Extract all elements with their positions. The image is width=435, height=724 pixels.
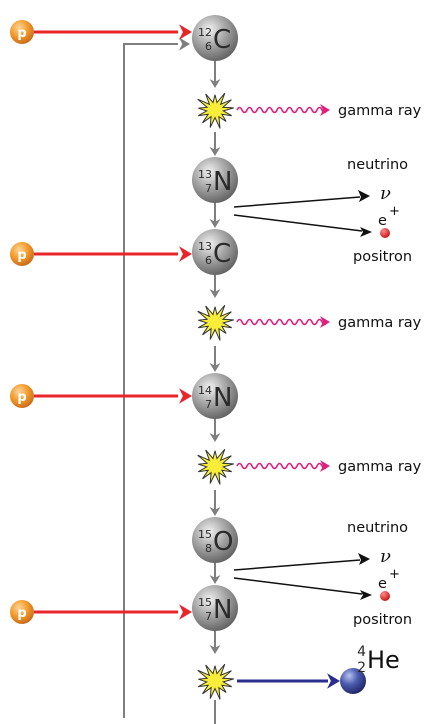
positron-arrow-line <box>233 577 363 595</box>
positron-arrowhead <box>360 590 372 600</box>
nucleus-symbol: C <box>213 25 231 55</box>
neutrino-label: neutrino <box>347 157 408 173</box>
nucleus-ball <box>192 229 238 275</box>
positron-arrow-line <box>233 214 363 232</box>
nucleus-atomic: 7 <box>205 398 212 411</box>
nucleus-atomic: 7 <box>205 610 212 623</box>
chain-arrowhead <box>209 289 221 298</box>
flash-icon <box>197 448 234 485</box>
nucleus-ball <box>192 157 238 203</box>
gamma-arrowhead <box>320 460 330 472</box>
proton-label: p <box>17 248 26 263</box>
gamma-wave <box>236 462 328 470</box>
neutrino-arrow-line <box>233 559 361 571</box>
nucleus-symbol: N <box>213 167 232 197</box>
neutrino-arrow-line <box>233 196 361 208</box>
helium-ball <box>340 668 366 694</box>
proton-ball <box>10 384 34 408</box>
gamma-label: gamma ray <box>338 315 422 331</box>
nucleus-mass: 13 <box>198 240 212 253</box>
nucleus-atomic: 8 <box>205 542 212 555</box>
helium-symbol: He <box>367 646 400 674</box>
positron-label: positron <box>353 612 412 628</box>
nucleus-mass: 15 <box>198 596 212 609</box>
positron-charge: + <box>389 204 400 219</box>
helium-arrowhead <box>327 673 340 689</box>
proton-label: p <box>17 606 26 621</box>
nucleus-atomic: 7 <box>205 182 212 195</box>
nucleus-mass: 12 <box>198 26 212 39</box>
nucleus-symbol: O <box>213 527 233 557</box>
nucleus-ball <box>192 585 238 631</box>
neutrino-symbol: ν <box>380 183 391 204</box>
proton-arrowhead <box>179 246 192 262</box>
positron-label: positron <box>353 249 412 265</box>
proton-ball <box>10 242 34 266</box>
proton-label: p <box>17 390 26 405</box>
gamma-label: gamma ray <box>338 103 422 119</box>
positron-charge: + <box>389 567 400 582</box>
nucleus-ball <box>192 373 238 419</box>
proton-arrowhead <box>179 604 192 620</box>
nucleus-atomic: 6 <box>205 254 212 267</box>
cycle-return-line <box>123 37 190 718</box>
positron-symbol: e <box>378 213 387 229</box>
nucleus-mass: 15 <box>198 528 212 541</box>
nucleus-atomic: 6 <box>205 40 212 53</box>
cycle-arrowhead <box>179 37 190 51</box>
nucleus-ball <box>192 517 238 563</box>
nucleus-symbol: N <box>213 595 232 625</box>
chain-arrowhead <box>209 219 221 228</box>
nucleus-symbol: N <box>213 383 232 413</box>
helium-mass: 4 <box>357 644 366 660</box>
chain-arrowhead <box>209 507 221 516</box>
positron-symbol: e <box>378 576 387 592</box>
gamma-wave <box>236 318 328 326</box>
chain-arrowhead <box>209 575 221 584</box>
positron-ball <box>380 591 390 601</box>
positron-ball <box>380 228 390 238</box>
proton-arrowhead <box>179 388 192 404</box>
positron-arrowhead <box>360 227 372 237</box>
chain-arrowhead <box>209 363 221 372</box>
proton-ball <box>10 600 34 624</box>
beta-decay-0: neutrino νe+ positron <box>233 157 412 265</box>
cycle-line-path <box>123 43 178 718</box>
neutrino-label: neutrino <box>347 520 408 536</box>
nucleus-ball <box>192 15 238 61</box>
gamma-arrowhead <box>320 316 330 328</box>
gamma-wave <box>236 106 328 114</box>
nucleus-symbol: C <box>213 239 231 269</box>
gamma-emission-1: gamma ray <box>197 304 422 341</box>
proton-ball <box>10 20 34 44</box>
neutrino-arrowhead <box>358 553 370 565</box>
flash-icon <box>197 663 234 700</box>
nucleus-mass: 14 <box>198 384 212 397</box>
beta-decay-1: neutrino νe+ positron <box>233 520 412 628</box>
neutrino-arrowhead <box>358 190 370 202</box>
gamma-label: gamma ray <box>338 459 422 475</box>
flash-icon <box>197 304 234 341</box>
flash-icon <box>197 92 234 129</box>
proton-arrowhead <box>179 24 192 40</box>
chain-arrowhead <box>209 433 221 442</box>
chain-arrowhead <box>209 645 221 654</box>
gamma-emission-2: gamma ray <box>197 448 422 485</box>
helium-atomic: 2 <box>357 660 366 676</box>
nucleus-mass: 13 <box>198 168 212 181</box>
chain-arrowhead <box>209 79 221 88</box>
chain-arrowhead <box>209 147 221 156</box>
proton-label: p <box>17 26 26 41</box>
neutrino-symbol: ν <box>380 546 391 567</box>
gamma-emission-0: gamma ray <box>197 92 422 129</box>
gamma-arrowhead <box>320 104 330 116</box>
